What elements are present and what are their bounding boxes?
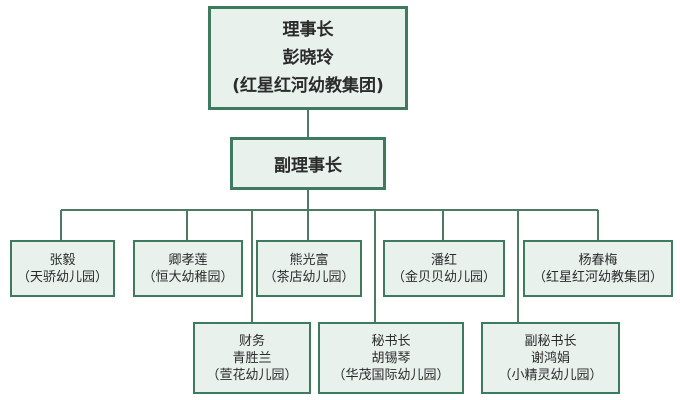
member-org: （茶店幼儿园） [263, 269, 355, 285]
member-name: 张毅 [49, 252, 76, 268]
chairman-box: 理事长 彭晓玲 (红星红河幼教集团) [208, 6, 408, 110]
member-box-3: 熊光富 （茶店幼儿园） [256, 240, 362, 297]
officer-box-deputy-secretary-general: 副秘书长 谢鸿娟 （小精灵幼儿园） [481, 322, 620, 394]
officer-title: 副秘书长 [524, 333, 577, 349]
member-box-5: 杨春梅 （红星红河幼教集团） [523, 240, 673, 297]
vice-chairman-title: 副理事长 [274, 156, 342, 176]
member-name: 杨春梅 [578, 252, 618, 268]
member-box-2: 卿孝莲 （恒大幼稚园） [133, 240, 243, 297]
chairman-org: (红星红河幼教集团) [232, 76, 384, 96]
member-name: 熊光富 [289, 252, 329, 268]
member-box-1: 张毅 （天骄幼儿园） [10, 240, 115, 297]
officer-name: 青胜兰 [232, 350, 272, 366]
officer-box-treasurer: 财务 青胜兰 （萱花幼儿园） [193, 322, 311, 394]
officer-org: （华茂国际幼儿园） [332, 367, 450, 383]
chairman-name: 彭晓玲 [282, 48, 334, 68]
member-box-4: 潘红 （金贝贝幼儿园） [383, 240, 505, 297]
member-org: （金贝贝幼儿园） [391, 269, 496, 285]
member-name: 卿孝莲 [168, 252, 208, 268]
officer-title: 财务 [238, 333, 265, 349]
chairman-title: 理事长 [282, 20, 334, 40]
member-org: （恒大幼稚园） [142, 269, 234, 285]
officer-title: 秘书长 [371, 333, 411, 349]
member-org: （红星红河幼教集团） [532, 269, 663, 285]
officer-box-secretary-general: 秘书长 胡锡琴 （华茂国际幼儿园） [318, 322, 464, 394]
officer-org: （小精灵幼儿园） [498, 367, 603, 383]
member-org: （天骄幼儿园） [16, 269, 108, 285]
officer-name: 胡锡琴 [371, 350, 411, 366]
member-name: 潘红 [430, 252, 457, 268]
officer-org: （萱花幼儿园） [206, 367, 298, 383]
officer-name: 谢鸿娟 [530, 350, 570, 366]
vice-chairman-box: 副理事长 [230, 137, 386, 190]
